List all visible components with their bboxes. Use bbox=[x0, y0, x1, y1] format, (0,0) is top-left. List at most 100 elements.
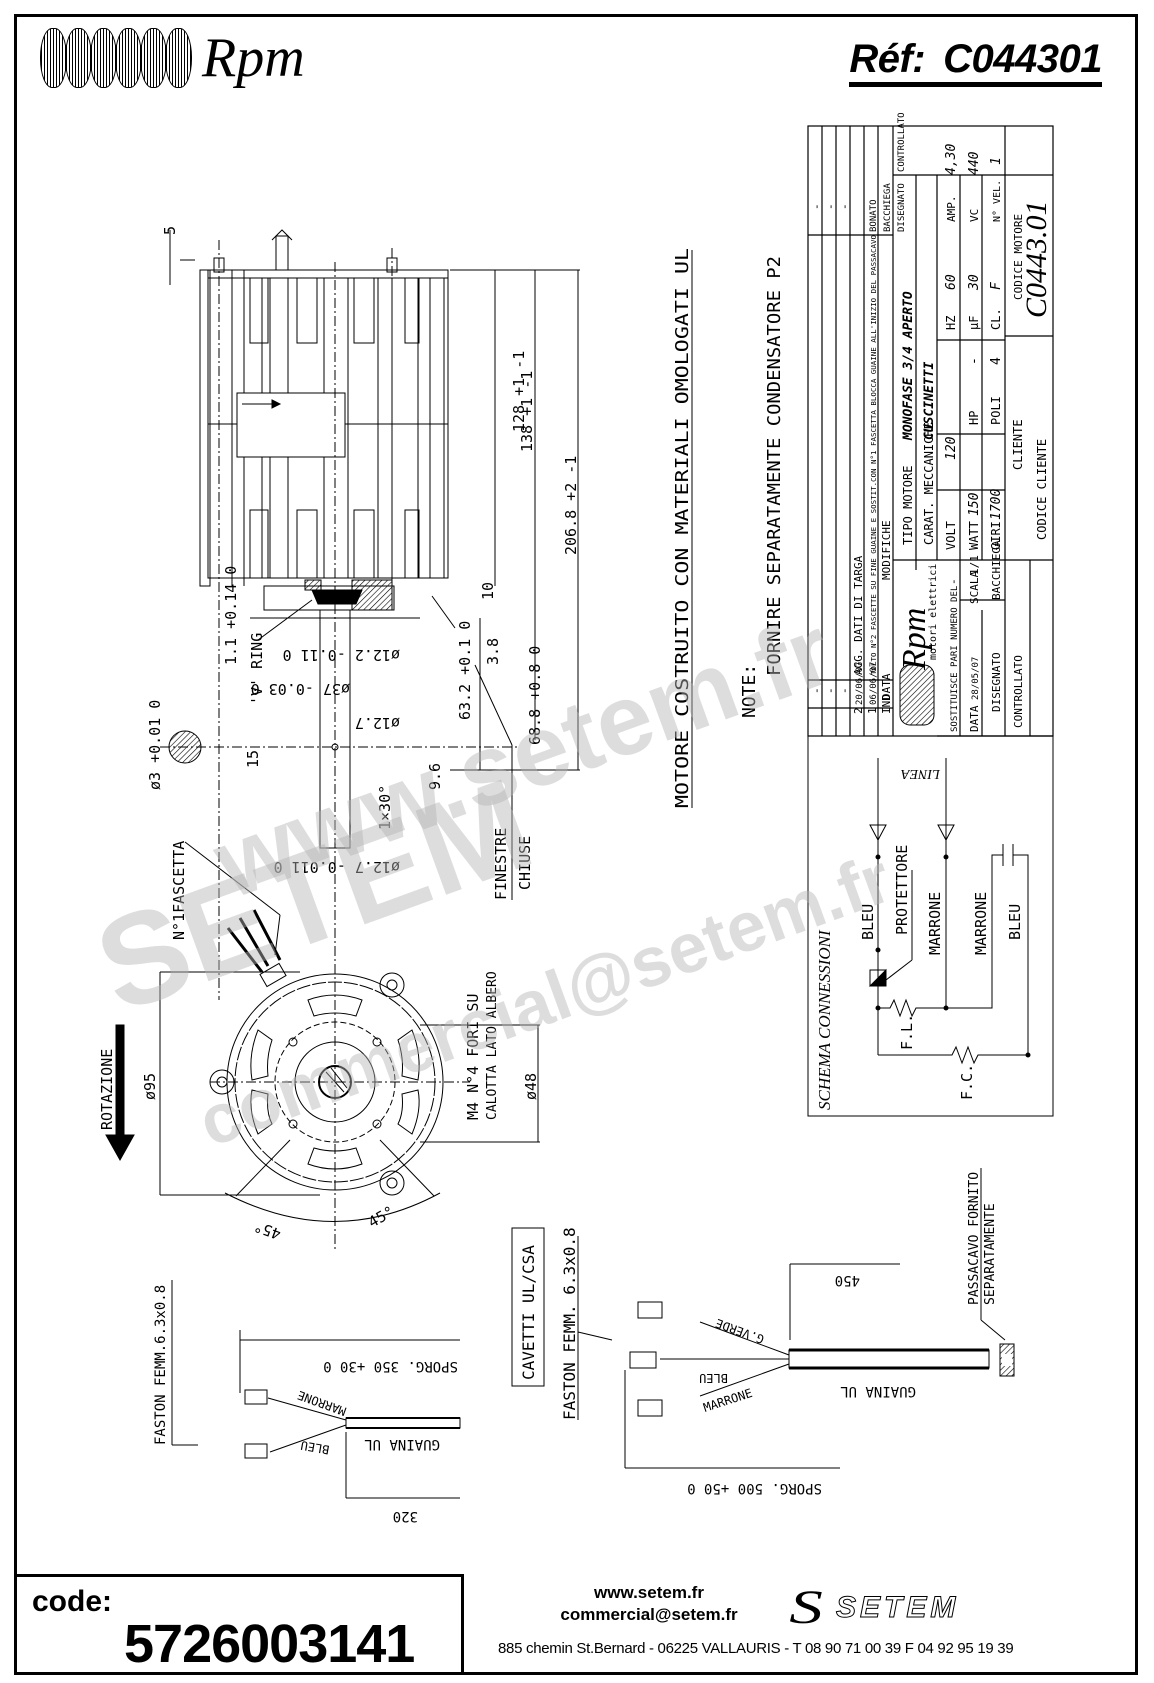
brand-name: Rpm bbox=[202, 27, 305, 89]
dim-10: 10 bbox=[479, 582, 497, 600]
codice-cliente-label: CODICE CLIENTE bbox=[1035, 439, 1049, 540]
email-link[interactable]: commercial@setem.fr bbox=[560, 1605, 738, 1624]
dim-3-8: 3.8 bbox=[484, 638, 502, 665]
svg-text:HZ: HZ bbox=[944, 316, 958, 330]
dim-138: 138 +1 -1 bbox=[518, 371, 536, 452]
svg-text:-: - bbox=[838, 687, 851, 694]
svg-text:POLI: POLI bbox=[989, 396, 1003, 425]
side-view-dimensions: 5 128 +1 -1 138 +1 -1 206.8 +2 -1 10 3.8… bbox=[146, 226, 580, 900]
wire-bleu-small: BLEU bbox=[300, 1438, 331, 1457]
dim-206: 206.8 +2 -1 bbox=[562, 456, 580, 555]
svg-text:VC: VC bbox=[968, 209, 981, 222]
wire-marrone-large: MARRONE bbox=[702, 1386, 754, 1415]
angle-45-left: 45° bbox=[252, 1217, 284, 1243]
svg-text:µF: µF bbox=[967, 316, 981, 330]
svg-text:1: 1 bbox=[866, 707, 879, 714]
svg-text:CL.: CL. bbox=[989, 308, 1003, 330]
svg-text:-: - bbox=[824, 687, 837, 694]
notes: MOTORE COSTRUITO CON MATERIALI OMOLOGATI… bbox=[672, 248, 785, 808]
rev1-date: 06/06/07 bbox=[869, 662, 879, 705]
protettore-label: PROTETTORE bbox=[893, 845, 911, 935]
data-label: DATA bbox=[968, 705, 981, 732]
svg-text:-: - bbox=[810, 687, 823, 694]
company-info: www.setem.fr commercial@setem.fr S SETEM… bbox=[464, 1574, 1134, 1675]
spec-giri: 1700 bbox=[989, 489, 1004, 520]
front-view-labels: N°1FASCETTA ROTAZIONE ø95 ø48 M4 N°4 FOR… bbox=[98, 841, 540, 1243]
svg-text:-: - bbox=[810, 203, 823, 210]
drawing-frame bbox=[14, 14, 1138, 1675]
svg-text:N° VEL.: N° VEL. bbox=[992, 180, 1003, 222]
ref-label: Réf: bbox=[849, 37, 926, 81]
sostituisce-label: SOSTITUISCE PARI NUMERO DEL bbox=[950, 586, 960, 732]
fori-label: M4 N°4 FORI SU bbox=[464, 994, 482, 1120]
guaina-large: GUAINA UL bbox=[840, 1383, 916, 1399]
dim-dia-12-7-tol: ø12.7 -0.011 0 bbox=[274, 858, 400, 876]
passacavo-label: PASSACAVO FORNITO bbox=[967, 1172, 982, 1305]
cable-large bbox=[511, 1168, 1015, 1469]
rotazione-label: ROTAZIONE bbox=[98, 1049, 116, 1130]
signer-bacchiega: BACCHIEGA bbox=[883, 183, 893, 232]
spec-hp: - bbox=[967, 357, 982, 365]
address: 885 chemin St.Bernard - 06225 VALLAURIS … bbox=[498, 1640, 1014, 1657]
note-text: FORNIRE SEPARATAMENTE CONDENSATORE P2 bbox=[764, 256, 785, 676]
dim-128: 128 +1 -1 bbox=[510, 351, 528, 432]
carat-label: CARAT. MECCANICHE bbox=[922, 422, 936, 545]
fascetta-label: N°1FASCETTA bbox=[170, 841, 188, 940]
svg-text:AMP.: AMP. bbox=[945, 196, 958, 223]
wire-gverde: G.VERDE bbox=[714, 1316, 766, 1346]
svg-text:VOLT: VOLT bbox=[944, 521, 958, 550]
svg-text:WATT: WATT bbox=[967, 521, 981, 550]
sporg-350: SPORG. 350 +30 0 bbox=[323, 1358, 458, 1374]
spec-volt: 120 bbox=[944, 436, 959, 460]
sporg-500: SPORG. 500 +50 0 bbox=[687, 1480, 822, 1496]
rev2-desc: AGG. DATI DI TARGA bbox=[852, 555, 865, 675]
fl-label: F.L. bbox=[898, 1014, 916, 1050]
dim-dia-12-2: ø12.2 -0.11 0 bbox=[283, 646, 400, 664]
scala-value: 1/1 bbox=[968, 555, 981, 575]
dim-15: 15 bbox=[244, 750, 262, 768]
disegnato-label: DISEGNATO bbox=[990, 652, 1003, 712]
separatamente-label: SEPARATAMENTE bbox=[983, 1203, 998, 1305]
wire-bleu-2: BLEU bbox=[1006, 904, 1024, 940]
svg-text:-: - bbox=[824, 203, 837, 210]
wiring-labels: SCHEMA CONNESSIONI LINEA BLEU PROTETTORE… bbox=[815, 766, 1024, 1110]
svg-text:-: - bbox=[838, 203, 851, 210]
dia-95: ø95 bbox=[141, 1073, 159, 1100]
scala-label: SCALA bbox=[968, 571, 981, 604]
col-disegnato: DISEGNATO bbox=[897, 183, 907, 232]
rev-header-modifiche: MODIFICHE bbox=[880, 520, 893, 580]
spec-vc: 440 bbox=[967, 151, 982, 175]
codice-motore-label: CODICE MOTORE bbox=[1012, 214, 1025, 300]
reference: Réf:C044301 bbox=[849, 38, 1102, 87]
tipo-motore-label: TIPO MOTORE bbox=[901, 466, 915, 545]
v-ring-label: 'V' RING bbox=[248, 633, 266, 705]
coil-logo-icon bbox=[40, 28, 192, 88]
cliente-label: CLIENTE bbox=[1011, 419, 1025, 470]
note-label: NOTE: bbox=[739, 664, 760, 718]
spec-cl: F bbox=[989, 281, 1004, 290]
svg-text:2: 2 bbox=[852, 707, 865, 714]
code-value: 5726003141 bbox=[124, 1614, 415, 1674]
svg-text:GIRI: GIRI bbox=[989, 521, 1003, 550]
setem-logo: S SETEM bbox=[789, 1580, 959, 1635]
dim-dia-3: ø3 +0.01 0 bbox=[146, 700, 164, 790]
dim-9-6: 9.6 bbox=[426, 763, 444, 790]
wiring-schema bbox=[807, 735, 1054, 1117]
wire-bleu-1: BLEU bbox=[859, 904, 877, 940]
faston-small: FASTON FEMM.6.3x0.8 bbox=[153, 1285, 169, 1445]
wire-marrone-1: MARRONE bbox=[926, 892, 944, 955]
wire-bleu-large: BLEU bbox=[699, 1371, 728, 1385]
dim-chamfer: 1×30° bbox=[376, 785, 394, 830]
rev2-date: 20/06/07 bbox=[855, 662, 865, 705]
side-view bbox=[160, 229, 580, 1250]
wire-marrone-2: MARRONE bbox=[972, 892, 990, 955]
cable-large-labels: CAVETTI UL/CSA FASTON FEMM. 6.3x0.8 G.VE… bbox=[519, 1172, 998, 1496]
dim-68-8: 68.8 +0.8 0 bbox=[526, 646, 544, 745]
spec-uf: 30 bbox=[967, 274, 982, 291]
website-link[interactable]: www.setem.fr bbox=[594, 1583, 704, 1602]
data-value: 28/05/07 bbox=[971, 657, 981, 700]
product-code-box: code: 5726003141 bbox=[14, 1574, 464, 1675]
dim-dia-12-7: ø12.7 bbox=[355, 714, 400, 732]
spec-amp: 4,30 bbox=[944, 144, 959, 175]
codice-motore-value: C0443.01 bbox=[1020, 200, 1053, 318]
